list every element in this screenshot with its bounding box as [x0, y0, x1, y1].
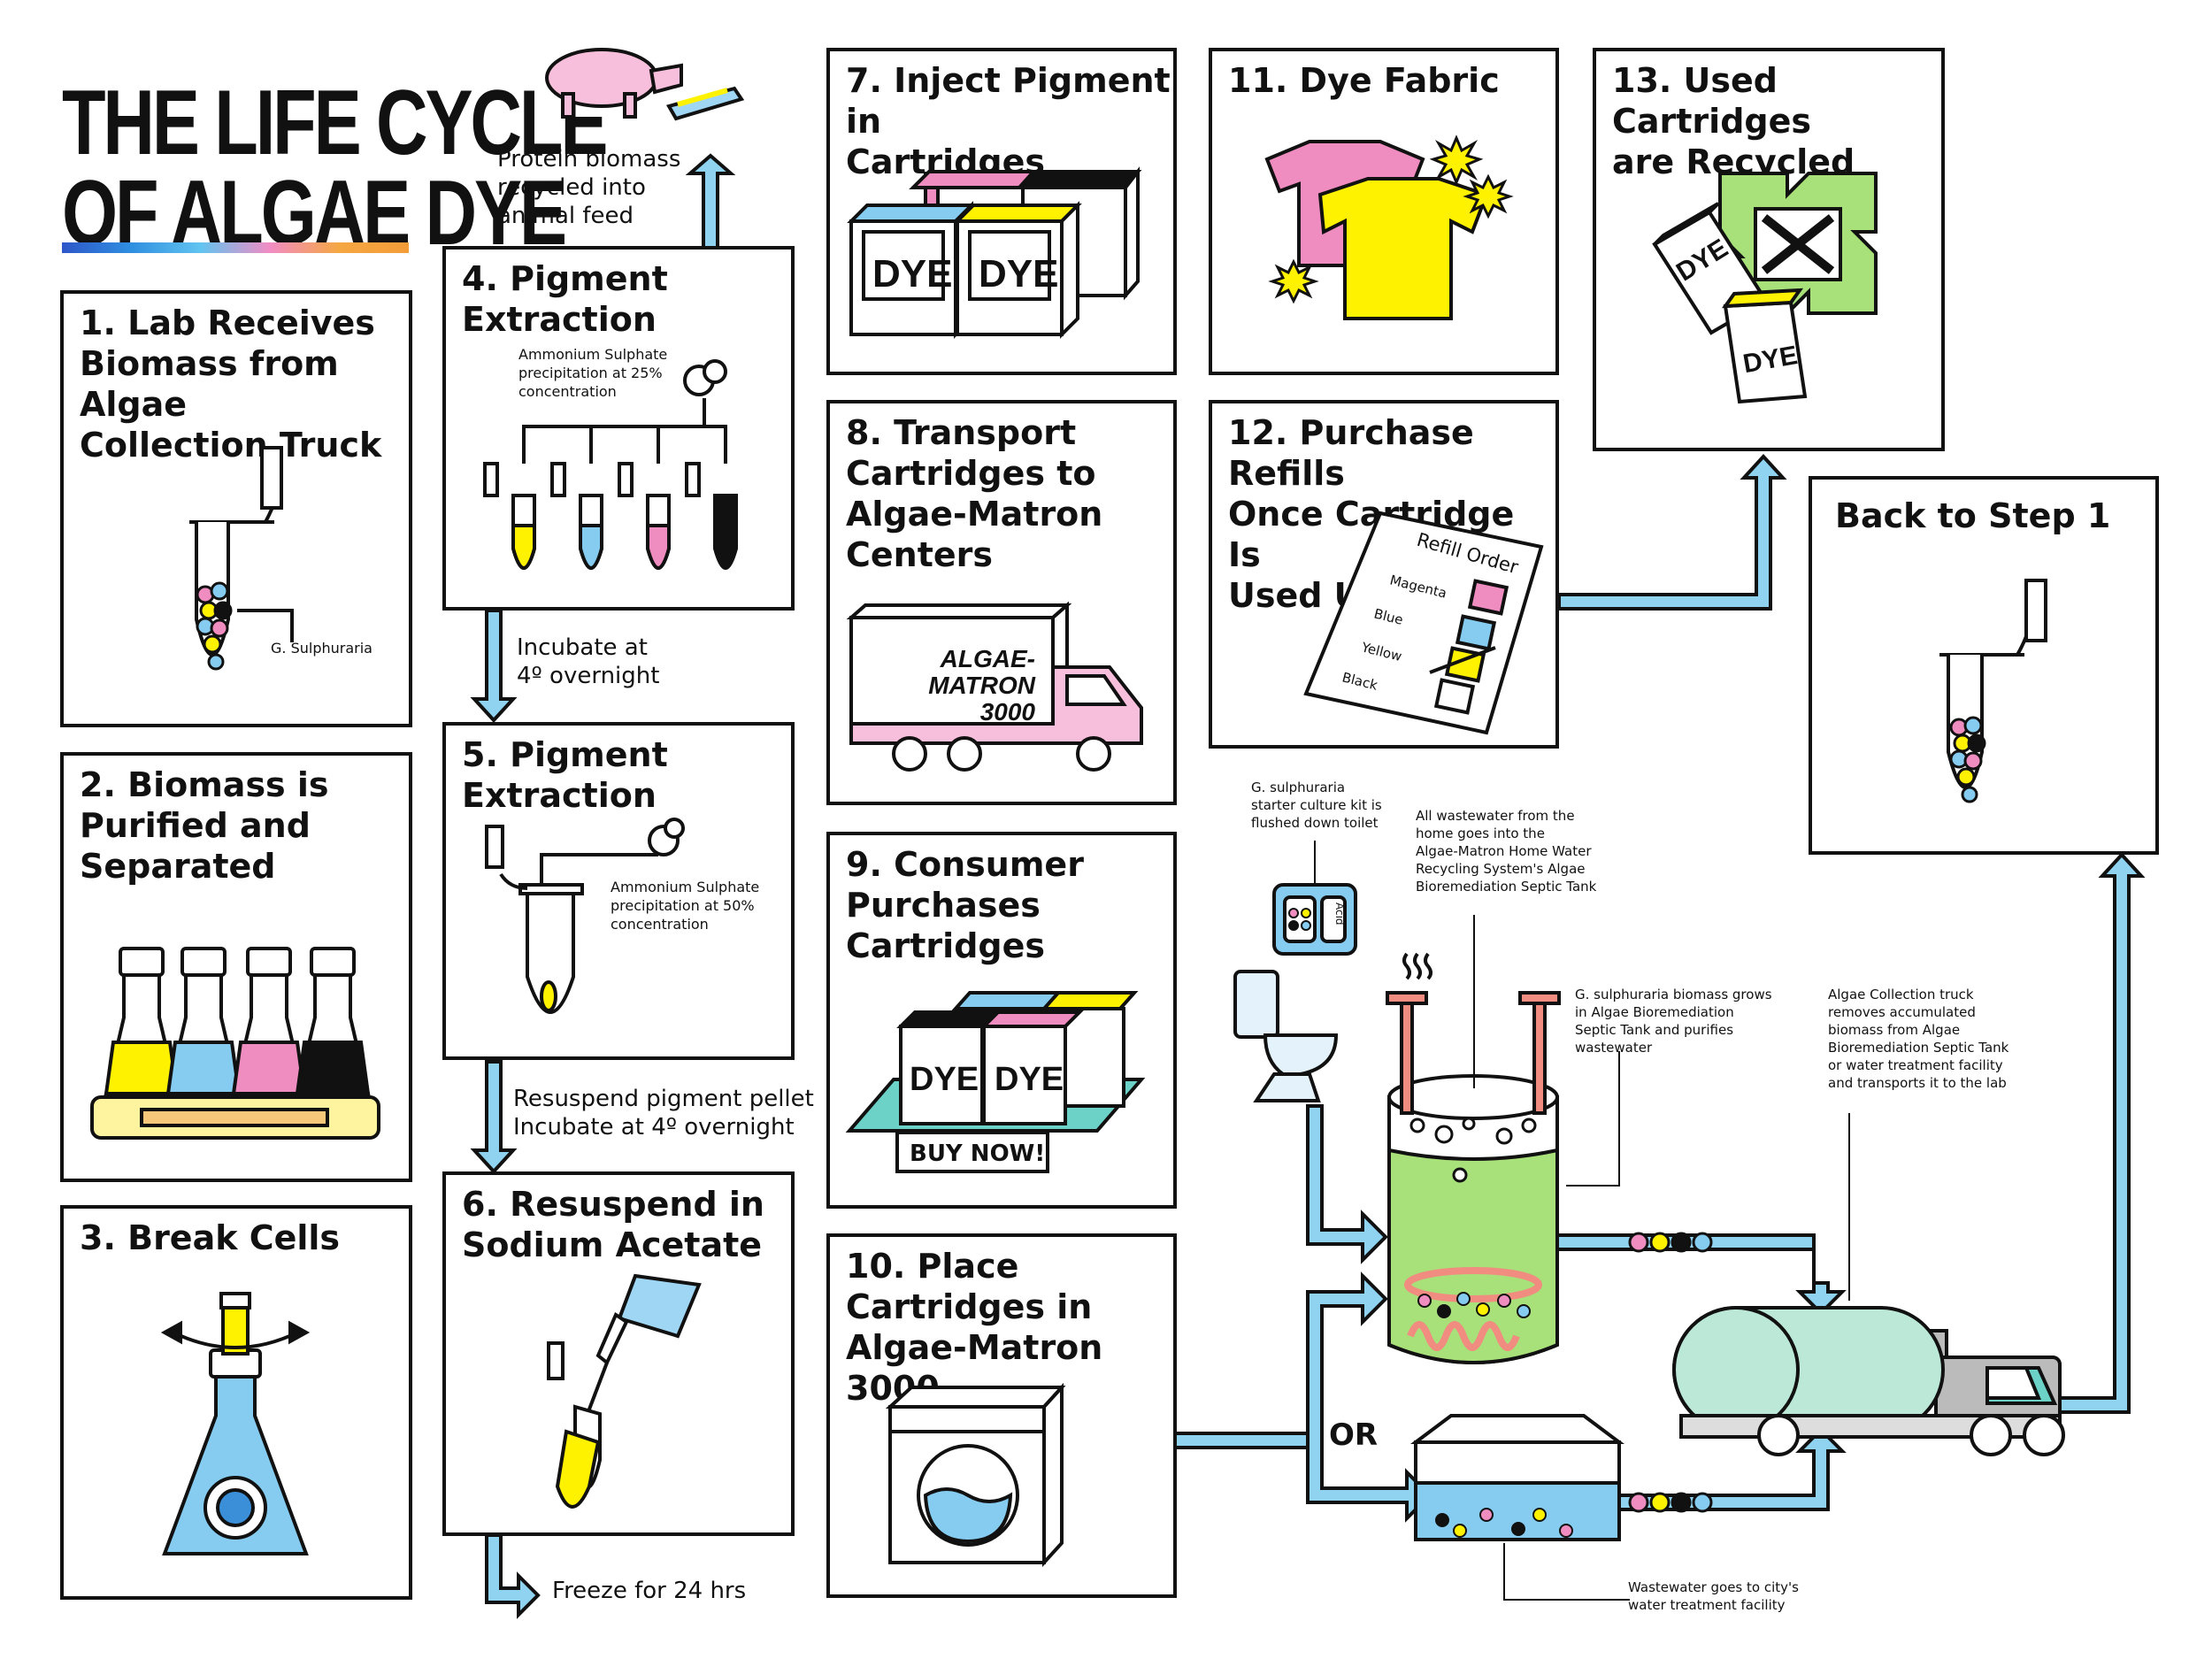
pipe-tank-to-truck — [1555, 1233, 1847, 1316]
or-label: OR — [1329, 1417, 1379, 1453]
incubate-label: Incubate at 4º overnight — [517, 634, 660, 689]
dye-label: DYE — [872, 252, 952, 296]
resuspend-label: Resuspend pigment pellet Incubate at 4º … — [513, 1086, 814, 1141]
truck-brand-label: ALGAE-MATRON 3000 — [928, 645, 1035, 726]
step-11-title: 11. Dye Fabric — [1228, 61, 1500, 100]
arrow-step12-to-step13 — [1557, 454, 1787, 611]
g-sulphuraria-label: G. Sulphuraria — [271, 640, 373, 657]
back-to-step-1-title: Back to Step 1 — [1835, 496, 2111, 535]
pipe-toilet-to-tank — [1306, 1104, 1388, 1264]
arrow-step5-to-step6 — [470, 1060, 518, 1174]
city-water-label: Wastewater goes to city's water treatmen… — [1628, 1579, 1799, 1613]
biomass-grows-label: G. sulphuraria biomass grows in Algae Bi… — [1575, 987, 1772, 1056]
step-6-title: 6. Resuspend in Sodium Acetate — [462, 1185, 764, 1264]
freeze-label: Freeze for 24 hrs — [552, 1578, 747, 1604]
dye-label: DYE — [979, 252, 1058, 296]
step-4-title: 4. Pigment Extraction — [462, 259, 668, 339]
title-gradient-bar — [62, 242, 409, 253]
step-9-title: 9. Consumer Purchases Cartridges — [846, 845, 1084, 965]
back-to-step-1-box: Back to Step 1 — [1809, 476, 2159, 855]
wastewater-home-label: All wastewater from the home goes into t… — [1416, 808, 1597, 895]
dye-label: DYE — [995, 1061, 1064, 1098]
step-1-title: 1. Lab Receives Biomass from Algae Colle… — [80, 303, 382, 465]
step-8-title: 8. Transport Cartridges to Algae-Matron … — [846, 413, 1103, 574]
step-10-title: 10. Place Cartridges in Algae-Matron 300… — [846, 1247, 1103, 1408]
starter-kit-label: G. sulphuraria starter culture kit is fl… — [1251, 780, 1382, 831]
step-3-title: 3. Break Cells — [80, 1218, 341, 1257]
step-1-box: 1. Lab Receives Biomass from Algae Colle… — [60, 290, 412, 727]
step-5-box: 5. Pigment Extraction — [442, 722, 795, 1060]
amm-sulphate-25-label: Ammonium Sulphate precipitation at 25% c… — [518, 346, 668, 400]
protein-feed-label: Protein biomass recycled into animal fee… — [497, 146, 681, 229]
arrow-to-animal-feed — [685, 153, 736, 250]
arrow-step4-to-step5 — [470, 609, 518, 723]
collection-truck-label: Algae Collection truck removes accumulat… — [1828, 987, 2009, 1091]
amm-sulphate-50-label: Ammonium Sulphate precipitation at 50% c… — [611, 879, 760, 933]
step-6-box: 6. Resuspend in Sodium Acetate — [442, 1171, 795, 1536]
arrow-step6-to-freeze — [485, 1533, 541, 1619]
dye-label: DYE — [910, 1061, 979, 1098]
arrow-truck-to-back — [2051, 852, 2146, 1414]
acid-label: Acid — [1333, 902, 1346, 926]
step-2-title: 2. Biomass is Purified and Separated — [80, 765, 329, 886]
step-5-title: 5. Pigment Extraction — [462, 735, 668, 815]
buy-now-label: BUY NOW! — [910, 1141, 1046, 1167]
